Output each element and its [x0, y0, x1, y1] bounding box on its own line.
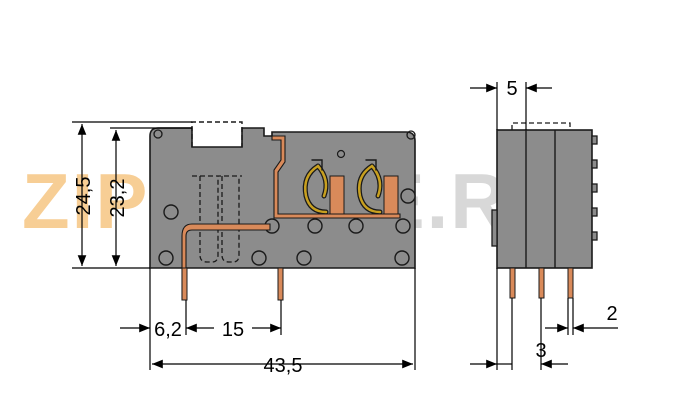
dim-pin-width: 2 — [606, 303, 617, 325]
front-housing — [149, 127, 416, 269]
front-entry-hidden — [191, 121, 243, 147]
side-pin-1 — [509, 267, 516, 299]
dim-pin-pitch: 15 — [222, 319, 244, 341]
side-left-tab — [491, 209, 498, 247]
dim-module-width: 5 — [506, 78, 517, 100]
dimension-lines — [72, 82, 618, 370]
dim-overall-length: 43,5 — [264, 355, 303, 377]
dim-height-total: 24,5 — [73, 177, 95, 216]
side-housing — [496, 129, 593, 269]
dim-height-body: 23,2 — [107, 179, 129, 218]
front-hole-top-right — [406, 130, 416, 140]
dim-side-pitch: 3 — [535, 340, 546, 362]
front-busbar — [271, 135, 401, 219]
dimension-labels: 24,5 23,2 6,2 15 43,5 5 3 2 — [73, 78, 618, 377]
front-hole-top-left — [153, 129, 163, 139]
front-hole-middle — [336, 149, 346, 159]
front-spring-right — [356, 159, 399, 215]
side-pin-2 — [538, 267, 545, 299]
dim-pin-offset: 6,2 — [154, 319, 182, 341]
front-view — [149, 121, 416, 301]
side-view — [491, 122, 598, 299]
side-notches — [591, 135, 598, 241]
front-mounting-holes — [158, 188, 416, 266]
front-spring-left — [302, 159, 345, 215]
front-pin-left — [181, 267, 188, 301]
side-top-hidden — [511, 122, 571, 130]
side-pin-3 — [567, 267, 574, 299]
front-left-lead — [181, 223, 271, 301]
front-hidden-channels — [192, 175, 242, 263]
front-pin-right — [277, 267, 284, 301]
